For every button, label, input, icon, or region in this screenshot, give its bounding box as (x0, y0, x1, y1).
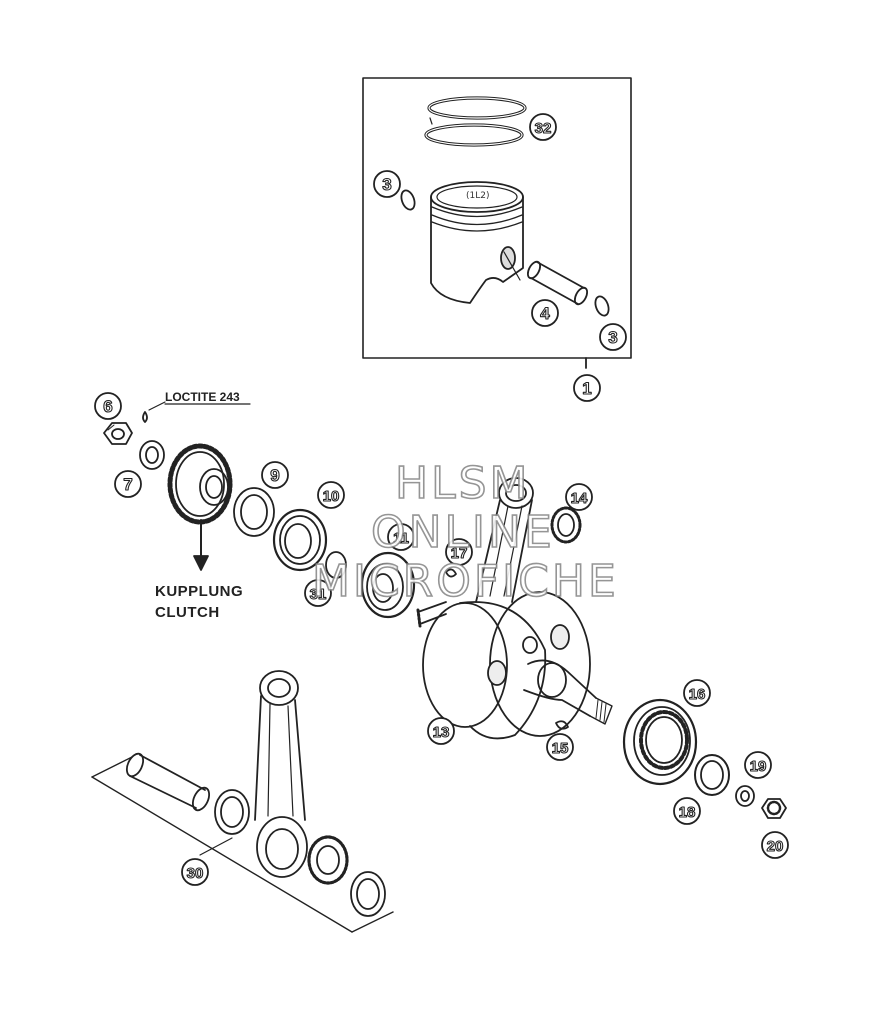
conrod-30 (254, 670, 308, 878)
callout-number: 4 (540, 304, 550, 323)
callout-number: 32 (535, 120, 552, 137)
connecting-rod (475, 477, 534, 603)
callout-13: 13 (427, 717, 455, 745)
circlip-left (400, 189, 416, 211)
callout-17: 17 (445, 538, 473, 566)
callout-number: 20 (767, 838, 784, 855)
watermark-line-3: MICROFICHE (311, 556, 619, 607)
callout-number: 1 (582, 379, 591, 398)
callout-20: 20 (761, 831, 789, 859)
callout-number: 30 (187, 865, 204, 882)
callout-number: 3 (382, 175, 391, 194)
clutch-label-en: CLUTCH (155, 604, 220, 621)
piston-pin (526, 260, 589, 306)
seal-18 (694, 754, 730, 796)
nut-20 (761, 798, 787, 819)
svg-text:(1L2): (1L2) (466, 191, 490, 201)
callout-10: 10 (317, 481, 345, 509)
callout-32: 32 (529, 113, 557, 141)
crank-pin (125, 752, 211, 812)
thrust-washer-right (350, 871, 386, 917)
primary-gear (167, 443, 233, 525)
hex-nut (103, 422, 133, 445)
callout-number: 7 (123, 475, 132, 494)
bearing-16 (622, 698, 698, 786)
piston-rings (424, 96, 527, 147)
callout-number: 17 (451, 545, 468, 562)
callout-number: 9 (270, 466, 279, 485)
callout-18: 18 (673, 797, 701, 825)
loctite-note: LOCTITE 243 (165, 390, 240, 404)
callout-number: 15 (552, 740, 569, 757)
loctite-drop (142, 411, 148, 423)
needle-bearing-kit (307, 835, 349, 885)
callout-14: 14 (565, 483, 593, 511)
crankshaft (416, 591, 613, 740)
washer-7 (139, 440, 165, 470)
callout-4: 4 (531, 299, 559, 327)
woodruff-key-15 (555, 720, 569, 730)
seal-10 (272, 508, 328, 572)
callout-3: 3 (373, 170, 401, 198)
callout-number: 11 (393, 530, 409, 547)
callout-19: 19 (744, 751, 772, 779)
callout-31: 31 (304, 579, 332, 607)
callout-number: 6 (103, 397, 112, 416)
clutch-arrow (193, 519, 209, 571)
callout-15: 15 (546, 733, 574, 761)
callout-number: 16 (689, 686, 706, 703)
callout-number: 31 (310, 586, 327, 603)
clutch-label-de: KUPPLUNG (155, 583, 244, 600)
callout-30: 30 (181, 858, 209, 886)
callout-3: 3 (599, 323, 627, 351)
callout-7: 7 (114, 470, 142, 498)
thrust-washer-left (214, 789, 250, 835)
callout-number: 3 (608, 328, 617, 347)
shim-31 (325, 551, 347, 579)
seal-9 (233, 487, 275, 537)
callout-number: 14 (571, 490, 588, 507)
callout-1: 1 (573, 374, 601, 402)
washer-19 (735, 785, 755, 807)
piston: (1L2) (430, 181, 524, 304)
woodruff-key-17 (445, 568, 457, 578)
loctite-leader (148, 401, 166, 411)
circlip-right (594, 295, 610, 317)
piston-assembly-box (362, 77, 632, 369)
callout-number: 13 (433, 724, 450, 741)
callout-number: 19 (750, 758, 767, 775)
callout-11: 11 (387, 523, 415, 551)
watermark-line-1: HLSM (394, 458, 531, 509)
leader-lines (199, 837, 233, 856)
watermark-line-2: ONLINE (370, 507, 555, 558)
callout-6: 6 (94, 392, 122, 420)
bearing-11 (360, 551, 416, 619)
needle-bearing-14 (550, 506, 582, 544)
callout-16: 16 (683, 679, 711, 707)
callout-number: 18 (679, 804, 696, 821)
callout-number: 10 (323, 488, 340, 505)
callout-9: 9 (261, 461, 289, 489)
conrod-kit-outline (91, 756, 394, 933)
